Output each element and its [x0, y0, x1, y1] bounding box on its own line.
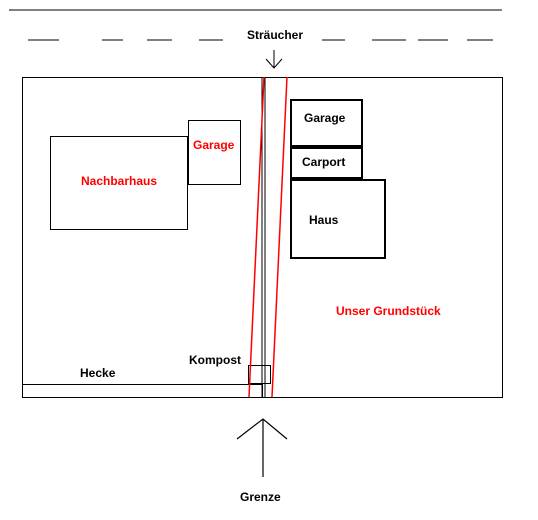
nachbarhaus-label: Nachbarhaus — [81, 174, 157, 188]
up-arrow-icon — [236, 418, 288, 477]
carport-label: Carport — [302, 155, 345, 169]
neighbor-garage-building — [188, 120, 241, 185]
unser-grundstueck-label: Unser Grundstück — [336, 304, 441, 318]
carport-building — [290, 147, 363, 179]
straeucher-label: Sträucher — [247, 28, 303, 42]
down-arrow-icon — [265, 50, 283, 69]
kompost-box — [248, 365, 271, 384]
hecke-strip — [22, 384, 263, 398]
nachbarhaus-building — [50, 136, 188, 230]
grenze-label: Grenze — [240, 490, 281, 504]
red-boundary-right — [271, 76, 288, 398]
own-garage-label: Garage — [304, 111, 346, 125]
hecke-label: Hecke — [80, 366, 116, 380]
kompost-label: Kompost — [189, 353, 241, 367]
neighbor-garage-label: Garage — [193, 138, 235, 152]
haus-label: Haus — [309, 213, 339, 227]
boundary-strip — [248, 76, 288, 398]
haus-building — [290, 179, 386, 259]
red-boundary-left — [248, 76, 265, 398]
own-garage-building — [290, 99, 363, 147]
